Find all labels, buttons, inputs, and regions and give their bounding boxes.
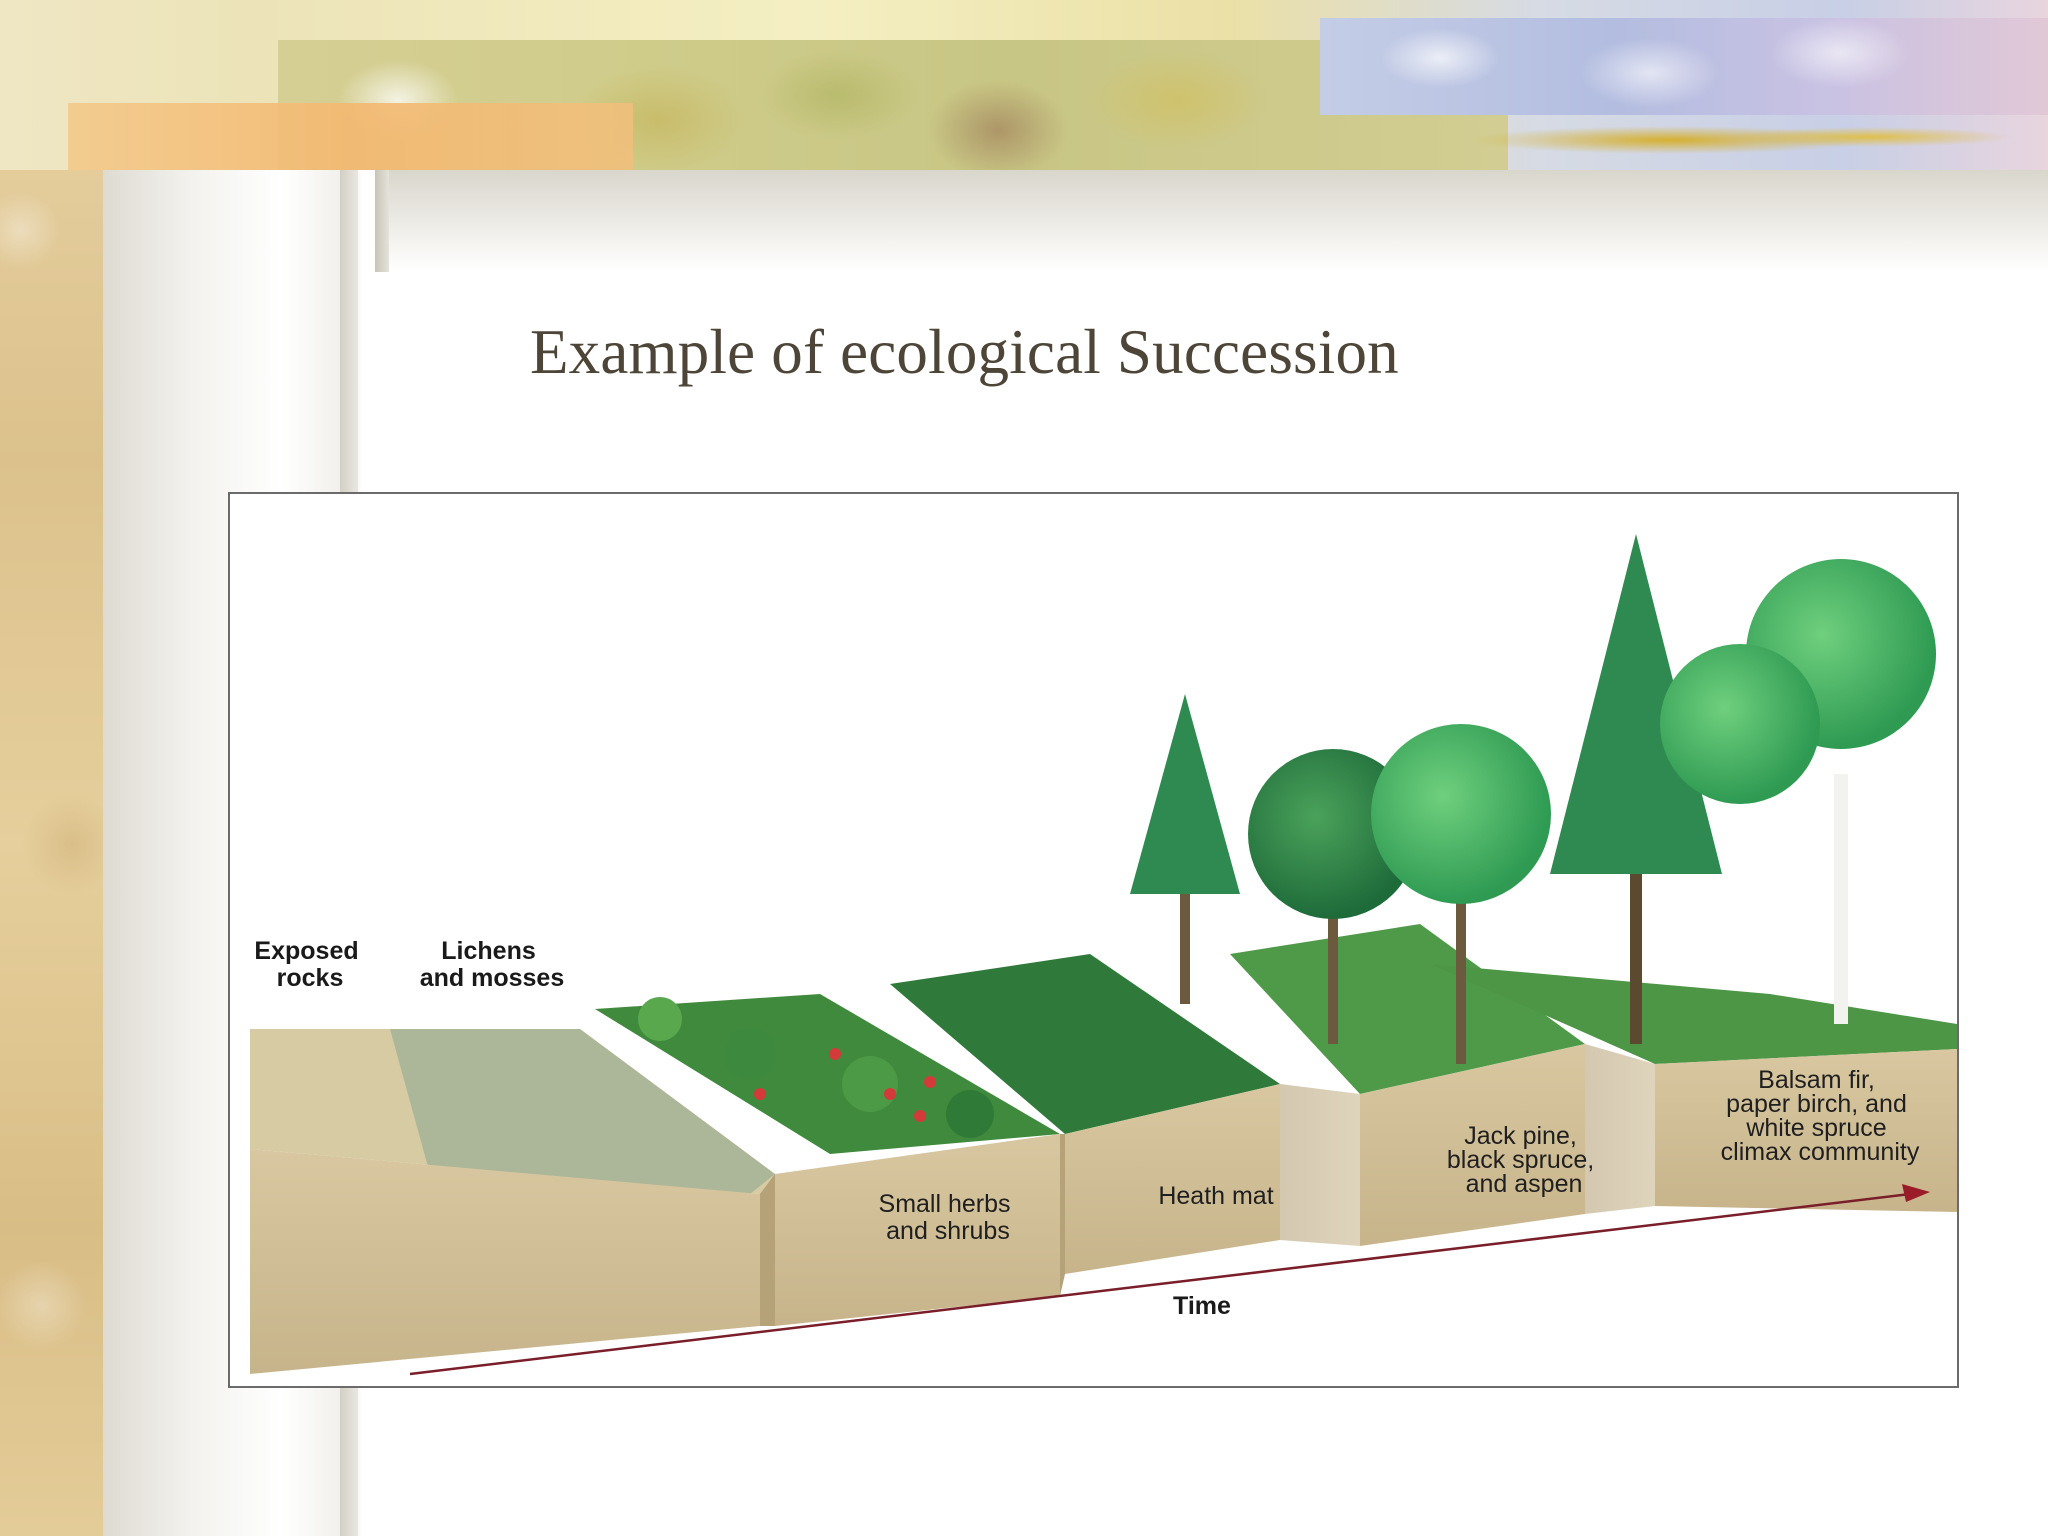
forest-trees [1130,534,1936,1064]
block-4-front [1360,1044,1585,1246]
heath-top-surface [890,954,1280,1134]
conifer-tree [1130,694,1240,894]
label-exposed-rocks: Exposed rocks [254,937,365,992]
block-3-side [1060,1134,1065,1296]
slide-title: Example of ecological Succession [530,317,1399,387]
orange-strip [68,103,633,170]
block-5-side [1585,1044,1655,1214]
block-5-front [1655,1049,1957,1212]
tree-trunk [1328,894,1338,1044]
tree-trunk [1630,854,1642,1044]
berry [754,1088,766,1100]
label-climax: Balsam fir, paper birch, and white spruc… [1721,1066,1920,1166]
header-shelf-edge [375,170,389,272]
block-4-side [1280,1084,1360,1246]
conifer-tree [1550,534,1722,874]
label-lichens-mosses: Lichens and mosses [420,937,565,992]
berry [914,1110,926,1122]
herb-clump [842,1056,898,1112]
herb-clump [946,1090,994,1138]
succession-diagram: Exposed rocks Lichens and mosses Small h… [228,492,1959,1388]
deciduous-tree [1371,724,1551,904]
blue-flowers-image [1320,18,2048,115]
jackpine-top-surface [1230,924,1585,1094]
block-1-front [250,1149,760,1374]
label-heath-mat: Heath mat [1158,1182,1273,1210]
label-small-herbs: Small herbs and shrubs [879,1190,1018,1245]
berry [884,1088,896,1100]
time-arrow-head [1902,1184,1930,1202]
tree-trunk [1180,874,1190,1004]
time-arrow-line [409,1192,1911,1376]
header-banner [0,0,2048,170]
golden-sprig-image [1450,115,2010,165]
label-jack-pine: Jack pine, black spruce, and aspen [1447,1122,1601,1198]
parchment-border [0,0,103,1536]
lichen-surface [390,1029,775,1194]
herb-top-surface [595,994,1060,1154]
block-jackpine [1230,924,1585,1246]
deciduous-tree [1660,644,1820,804]
block-3-front [1065,1084,1280,1274]
time-arrow [409,1184,1930,1376]
succession-illustration: Exposed rocks Lichens and mosses Small h… [250,534,1957,1376]
herb-plants [638,997,994,1138]
block-2-front [775,1134,1060,1326]
birch-trunk [1834,774,1848,1024]
berry [829,1048,841,1060]
block-climax [1430,964,1957,1214]
herb-clump [638,997,682,1041]
label-time: Time [1173,1292,1231,1320]
block-heath [890,954,1280,1296]
block-2-side [760,1174,775,1326]
block-rocks-lichens [250,1029,775,1374]
herb-clump [724,1028,776,1080]
tree-trunk [1456,884,1466,1064]
header-shelf [375,170,2048,272]
climax-top-surface [1430,964,1957,1064]
stage-labels: Exposed rocks Lichens and mosses Small h… [254,937,1919,1320]
berry [924,1076,936,1088]
block-herbs [595,994,1060,1326]
